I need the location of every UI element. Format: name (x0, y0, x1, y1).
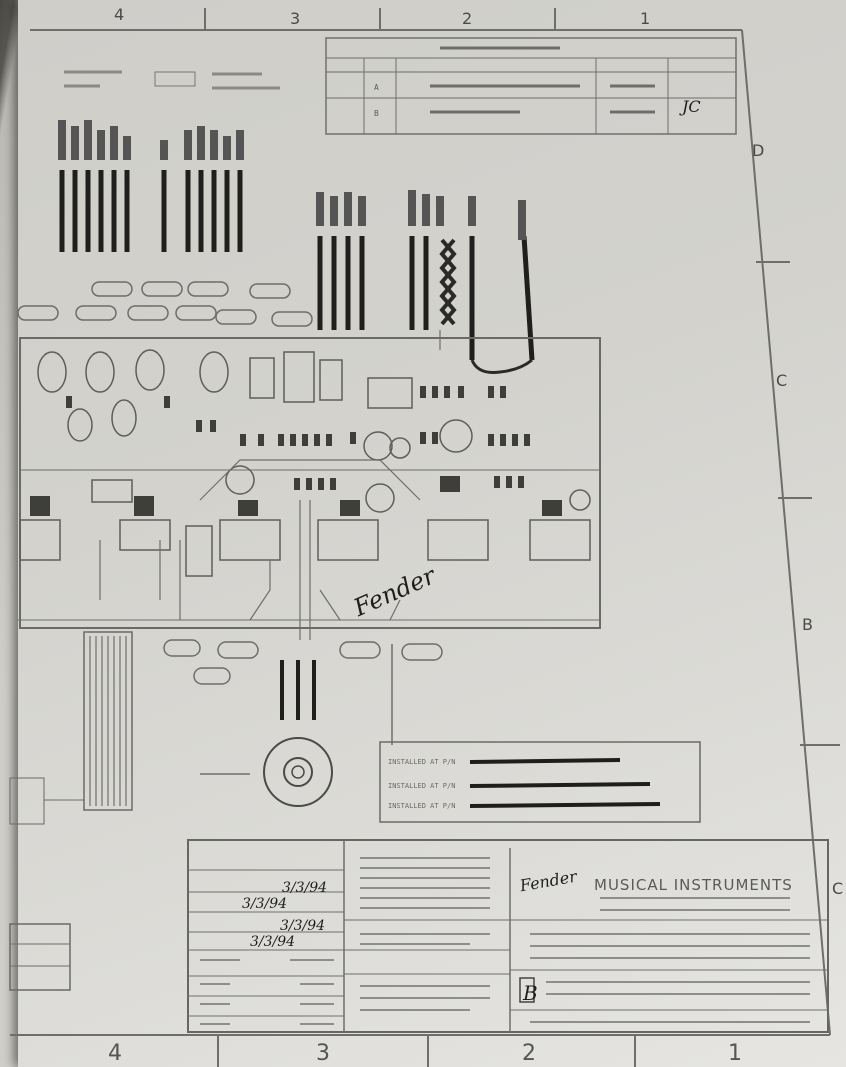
installed-row-1: INSTALLED AT P/N (388, 758, 455, 766)
circuit-board (18, 330, 601, 640)
revision-initials: JC (679, 97, 701, 116)
connector-labels-row (17, 281, 313, 327)
revision-letter-b: B (374, 109, 379, 118)
installed-row-2: INSTALLED AT P/N (388, 782, 455, 790)
handwritten-date-1: 3/3/94 (282, 880, 327, 896)
connector-labels-bottom (163, 639, 443, 685)
zone-right-d: D (752, 141, 764, 160)
schematic-sheet (18, 0, 846, 1067)
wire-harness-middle (316, 190, 535, 374)
revision-letter-a: A (374, 83, 379, 92)
board-signature: Fender (349, 561, 441, 623)
top-left-notes (64, 70, 280, 90)
zone-bottom-2: 2 (522, 1041, 536, 1066)
title-block-company: MUSICAL INSTRUMENTS (594, 876, 793, 894)
left-edge-box (9, 923, 71, 991)
title-block-revision: B (522, 981, 538, 1005)
zone-right-c: C (776, 371, 787, 390)
handwritten-date-4: 3/3/94 (250, 934, 295, 950)
drawing-border (10, 8, 840, 1067)
title-block (187, 839, 829, 1033)
zone-top-4: 4 (114, 5, 124, 24)
zone-top-2: 2 (462, 9, 472, 28)
zone-right-b: B (802, 615, 813, 634)
title-block-logo: Fender (517, 866, 579, 895)
potentiometer (200, 660, 333, 807)
zone-bottom-1: 1 (728, 1041, 742, 1066)
installed-at-table (379, 741, 701, 823)
zone-right-edge: C (832, 879, 843, 898)
zone-top-1: 1 (640, 9, 650, 28)
wire-harness-left (58, 120, 244, 252)
zone-bottom-4: 4 (108, 1041, 122, 1066)
handwritten-date-3: 3/3/94 (280, 918, 325, 934)
handwritten-date-2: 3/3/94 (242, 896, 287, 912)
zone-top-3: 3 (290, 9, 300, 28)
zone-bottom-3: 3 (316, 1041, 330, 1066)
ribbon-cable (9, 631, 133, 825)
installed-row-3: INSTALLED AT P/N (388, 802, 455, 810)
revision-block (325, 37, 737, 135)
